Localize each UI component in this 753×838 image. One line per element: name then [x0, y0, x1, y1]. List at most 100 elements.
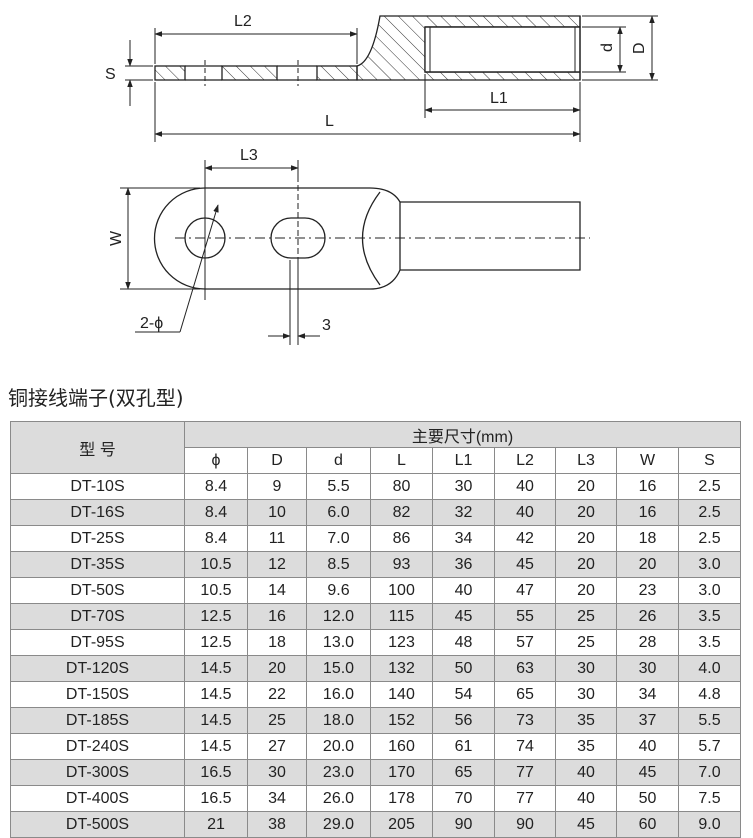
value-cell: 160 — [370, 733, 433, 760]
value-cell: 178 — [370, 785, 433, 812]
value-cell: 90 — [432, 811, 495, 838]
barrel — [400, 201, 581, 271]
top-view — [153, 160, 590, 345]
value-cell: 14 — [247, 577, 307, 604]
model-cell: DT-50S — [10, 577, 185, 604]
value-cell: 5.5 — [306, 473, 371, 500]
value-cell: 45 — [494, 551, 556, 578]
side-section-view — [154, 15, 581, 86]
terminal-drawing: L2 S d D L1 L L3 W 2-ϕ 3 — [105, 13, 658, 345]
value-cell: 20 — [555, 499, 617, 526]
value-cell: 20.0 — [306, 733, 371, 760]
label-s: S — [105, 66, 116, 83]
value-cell: 56 — [432, 707, 495, 734]
value-cell: 8.4 — [184, 499, 248, 526]
header-row: 型 号 主要尺寸(mm) — [10, 421, 741, 474]
value-cell: 63 — [494, 655, 556, 682]
model-cell: DT-25S — [10, 525, 185, 552]
barrel-bore — [424, 26, 581, 73]
model-cell: DT-240S — [10, 733, 185, 760]
value-cell: 40 — [555, 759, 617, 786]
value-cell: 82 — [370, 499, 433, 526]
value-cell: 86 — [370, 525, 433, 552]
value-cell: 20 — [555, 551, 617, 578]
value-cell: 26 — [616, 603, 679, 630]
column-header: L1 — [432, 447, 495, 474]
value-cell: 80 — [370, 473, 433, 500]
column-header: ϕ — [184, 447, 248, 474]
value-cell: 132 — [370, 655, 433, 682]
value-cell: 8.4 — [184, 473, 248, 500]
value-cell: 90 — [494, 811, 556, 838]
value-cell: 16.5 — [184, 759, 248, 786]
value-cell: 170 — [370, 759, 433, 786]
value-cell: 36 — [432, 551, 495, 578]
value-cell: 25 — [555, 629, 617, 656]
column-header: L3 — [555, 447, 617, 474]
value-cell: 4.0 — [678, 655, 741, 682]
value-cell: 21 — [184, 811, 248, 838]
value-cell: 11 — [247, 525, 307, 552]
model-cell: DT-35S — [10, 551, 185, 578]
model-cell: DT-10S — [10, 473, 185, 500]
model-header: 型 号 — [10, 421, 185, 474]
dimension-labels: L2 S d D L1 L L3 W 2-ϕ 3 — [105, 13, 648, 334]
value-cell: 115 — [370, 603, 433, 630]
top-view-dimensions — [120, 160, 320, 345]
value-cell: 3.5 — [678, 603, 741, 630]
value-cell: 9 — [247, 473, 307, 500]
value-cell: 37 — [616, 707, 679, 734]
value-cell: 14.5 — [184, 733, 248, 760]
value-cell: 45 — [432, 603, 495, 630]
value-cell: 5.7 — [678, 733, 741, 760]
value-cell: 65 — [494, 681, 556, 708]
value-cell: 30 — [555, 655, 617, 682]
model-cell: DT-120S — [10, 655, 185, 682]
value-cell: 2.5 — [678, 473, 741, 500]
column-header: d — [306, 447, 371, 474]
model-cell: DT-500S — [10, 811, 185, 838]
value-cell: 10 — [247, 499, 307, 526]
value-cell: 45 — [616, 759, 679, 786]
value-cell: 27 — [247, 733, 307, 760]
value-cell: 35 — [555, 707, 617, 734]
value-cell: 16 — [616, 473, 679, 500]
value-cell: 40 — [555, 785, 617, 812]
section-title: 铜接线端子(双孔型) — [8, 386, 184, 410]
value-cell: 65 — [432, 759, 495, 786]
value-cell: 25 — [247, 707, 307, 734]
value-cell: 60 — [616, 811, 679, 838]
value-cell: 18.0 — [306, 707, 371, 734]
value-cell: 2.5 — [678, 499, 741, 526]
model-cell: DT-150S — [10, 681, 185, 708]
value-cell: 34 — [616, 681, 679, 708]
model-cell: DT-70S — [10, 603, 185, 630]
value-cell: 12.5 — [184, 629, 248, 656]
value-cell: 3.5 — [678, 629, 741, 656]
value-cell: 30 — [616, 655, 679, 682]
value-cell: 22 — [247, 681, 307, 708]
value-cell: 8.5 — [306, 551, 371, 578]
value-cell: 40 — [494, 473, 556, 500]
value-cell: 3.0 — [678, 551, 741, 578]
value-cell: 57 — [494, 629, 556, 656]
value-cell: 28 — [616, 629, 679, 656]
value-cell: 50 — [616, 785, 679, 812]
value-cell: 2.5 — [678, 525, 741, 552]
side-view-dimensions — [125, 15, 658, 142]
value-cell: 55 — [494, 603, 556, 630]
value-cell: 12.5 — [184, 603, 248, 630]
value-cell: 32 — [432, 499, 495, 526]
label-l1: L1 — [490, 90, 508, 107]
value-cell: 30 — [432, 473, 495, 500]
value-cell: 18 — [616, 525, 679, 552]
value-cell: 18 — [247, 629, 307, 656]
